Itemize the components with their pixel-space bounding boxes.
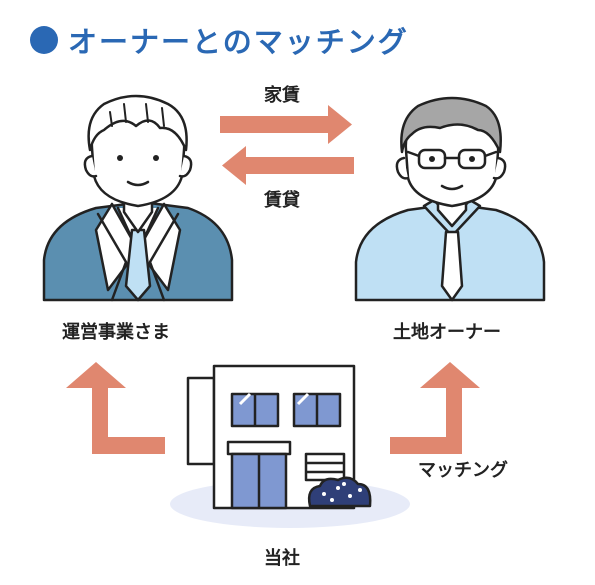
support-arrow-left — [66, 362, 165, 454]
rent-label: 家賃 — [264, 85, 300, 106]
business-operator-person-icon — [42, 94, 234, 302]
company-building-icon — [170, 364, 410, 528]
matching-arrow-right — [390, 362, 480, 454]
matching-label: マッチング — [418, 460, 508, 481]
title-bullet-icon — [30, 26, 58, 54]
lease-arrow-left — [222, 146, 354, 185]
rent-arrow-right — [220, 105, 352, 144]
company-label: 当社 — [264, 548, 300, 569]
business-operator-label: 運営事業さま — [62, 322, 170, 343]
diagram-title: オーナーとのマッチング — [30, 20, 409, 60]
title-text: オーナーとのマッチング — [68, 25, 409, 59]
land-owner-person-icon — [354, 96, 546, 302]
land-owner-label: 土地オーナー — [393, 322, 501, 343]
lease-label: 賃貸 — [264, 190, 300, 211]
